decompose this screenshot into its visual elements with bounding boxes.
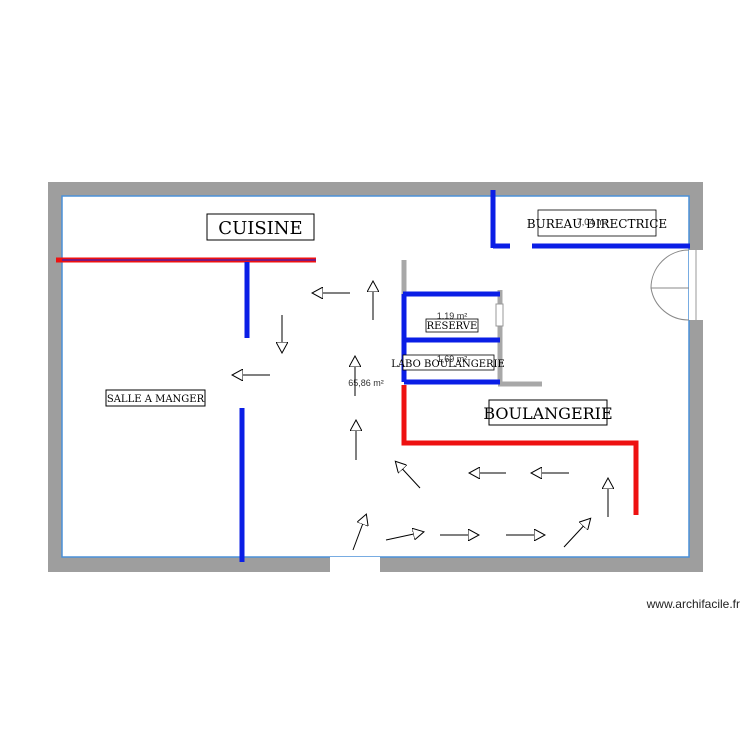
interior-floor <box>61 195 690 558</box>
double-door-swing <box>650 249 690 321</box>
bottom-door-opening <box>330 557 380 572</box>
labo-label: LABO BOULANGERIE <box>391 359 505 370</box>
bureau-door-opening <box>510 243 532 249</box>
cuisine-label: CUISINE <box>218 218 302 239</box>
labo-area: 1,69 m² <box>437 354 468 364</box>
flow-arrows <box>233 282 608 551</box>
bureau-label-box <box>537 209 657 237</box>
arrow-15 <box>563 519 590 548</box>
labo-label-box <box>402 354 495 371</box>
boulangerie-label-box <box>488 399 608 426</box>
main-area: 65,86 m² <box>348 378 384 388</box>
arrow-7 <box>396 462 421 489</box>
reserve-window <box>495 303 504 327</box>
salle-label: SALLE A MANGER <box>107 394 205 405</box>
reserve-label: RESERVE <box>427 321 478 332</box>
reserve-label-box <box>425 318 479 333</box>
salle-label-box <box>105 389 206 407</box>
bureau-label: BUREAU DIRECTRICE <box>527 217 667 231</box>
boulangerie-label: BOULANGERIE <box>483 404 612 423</box>
arrow-11 <box>352 515 366 551</box>
bureau-area: 7,04 m² <box>577 217 608 227</box>
watermark: www.archifacile.fr <box>646 597 740 611</box>
red-counter <box>401 385 639 515</box>
cuisine-label-box <box>206 213 315 241</box>
arrow-12 <box>385 532 423 541</box>
reserve-area: 1,19 m² <box>437 311 468 321</box>
